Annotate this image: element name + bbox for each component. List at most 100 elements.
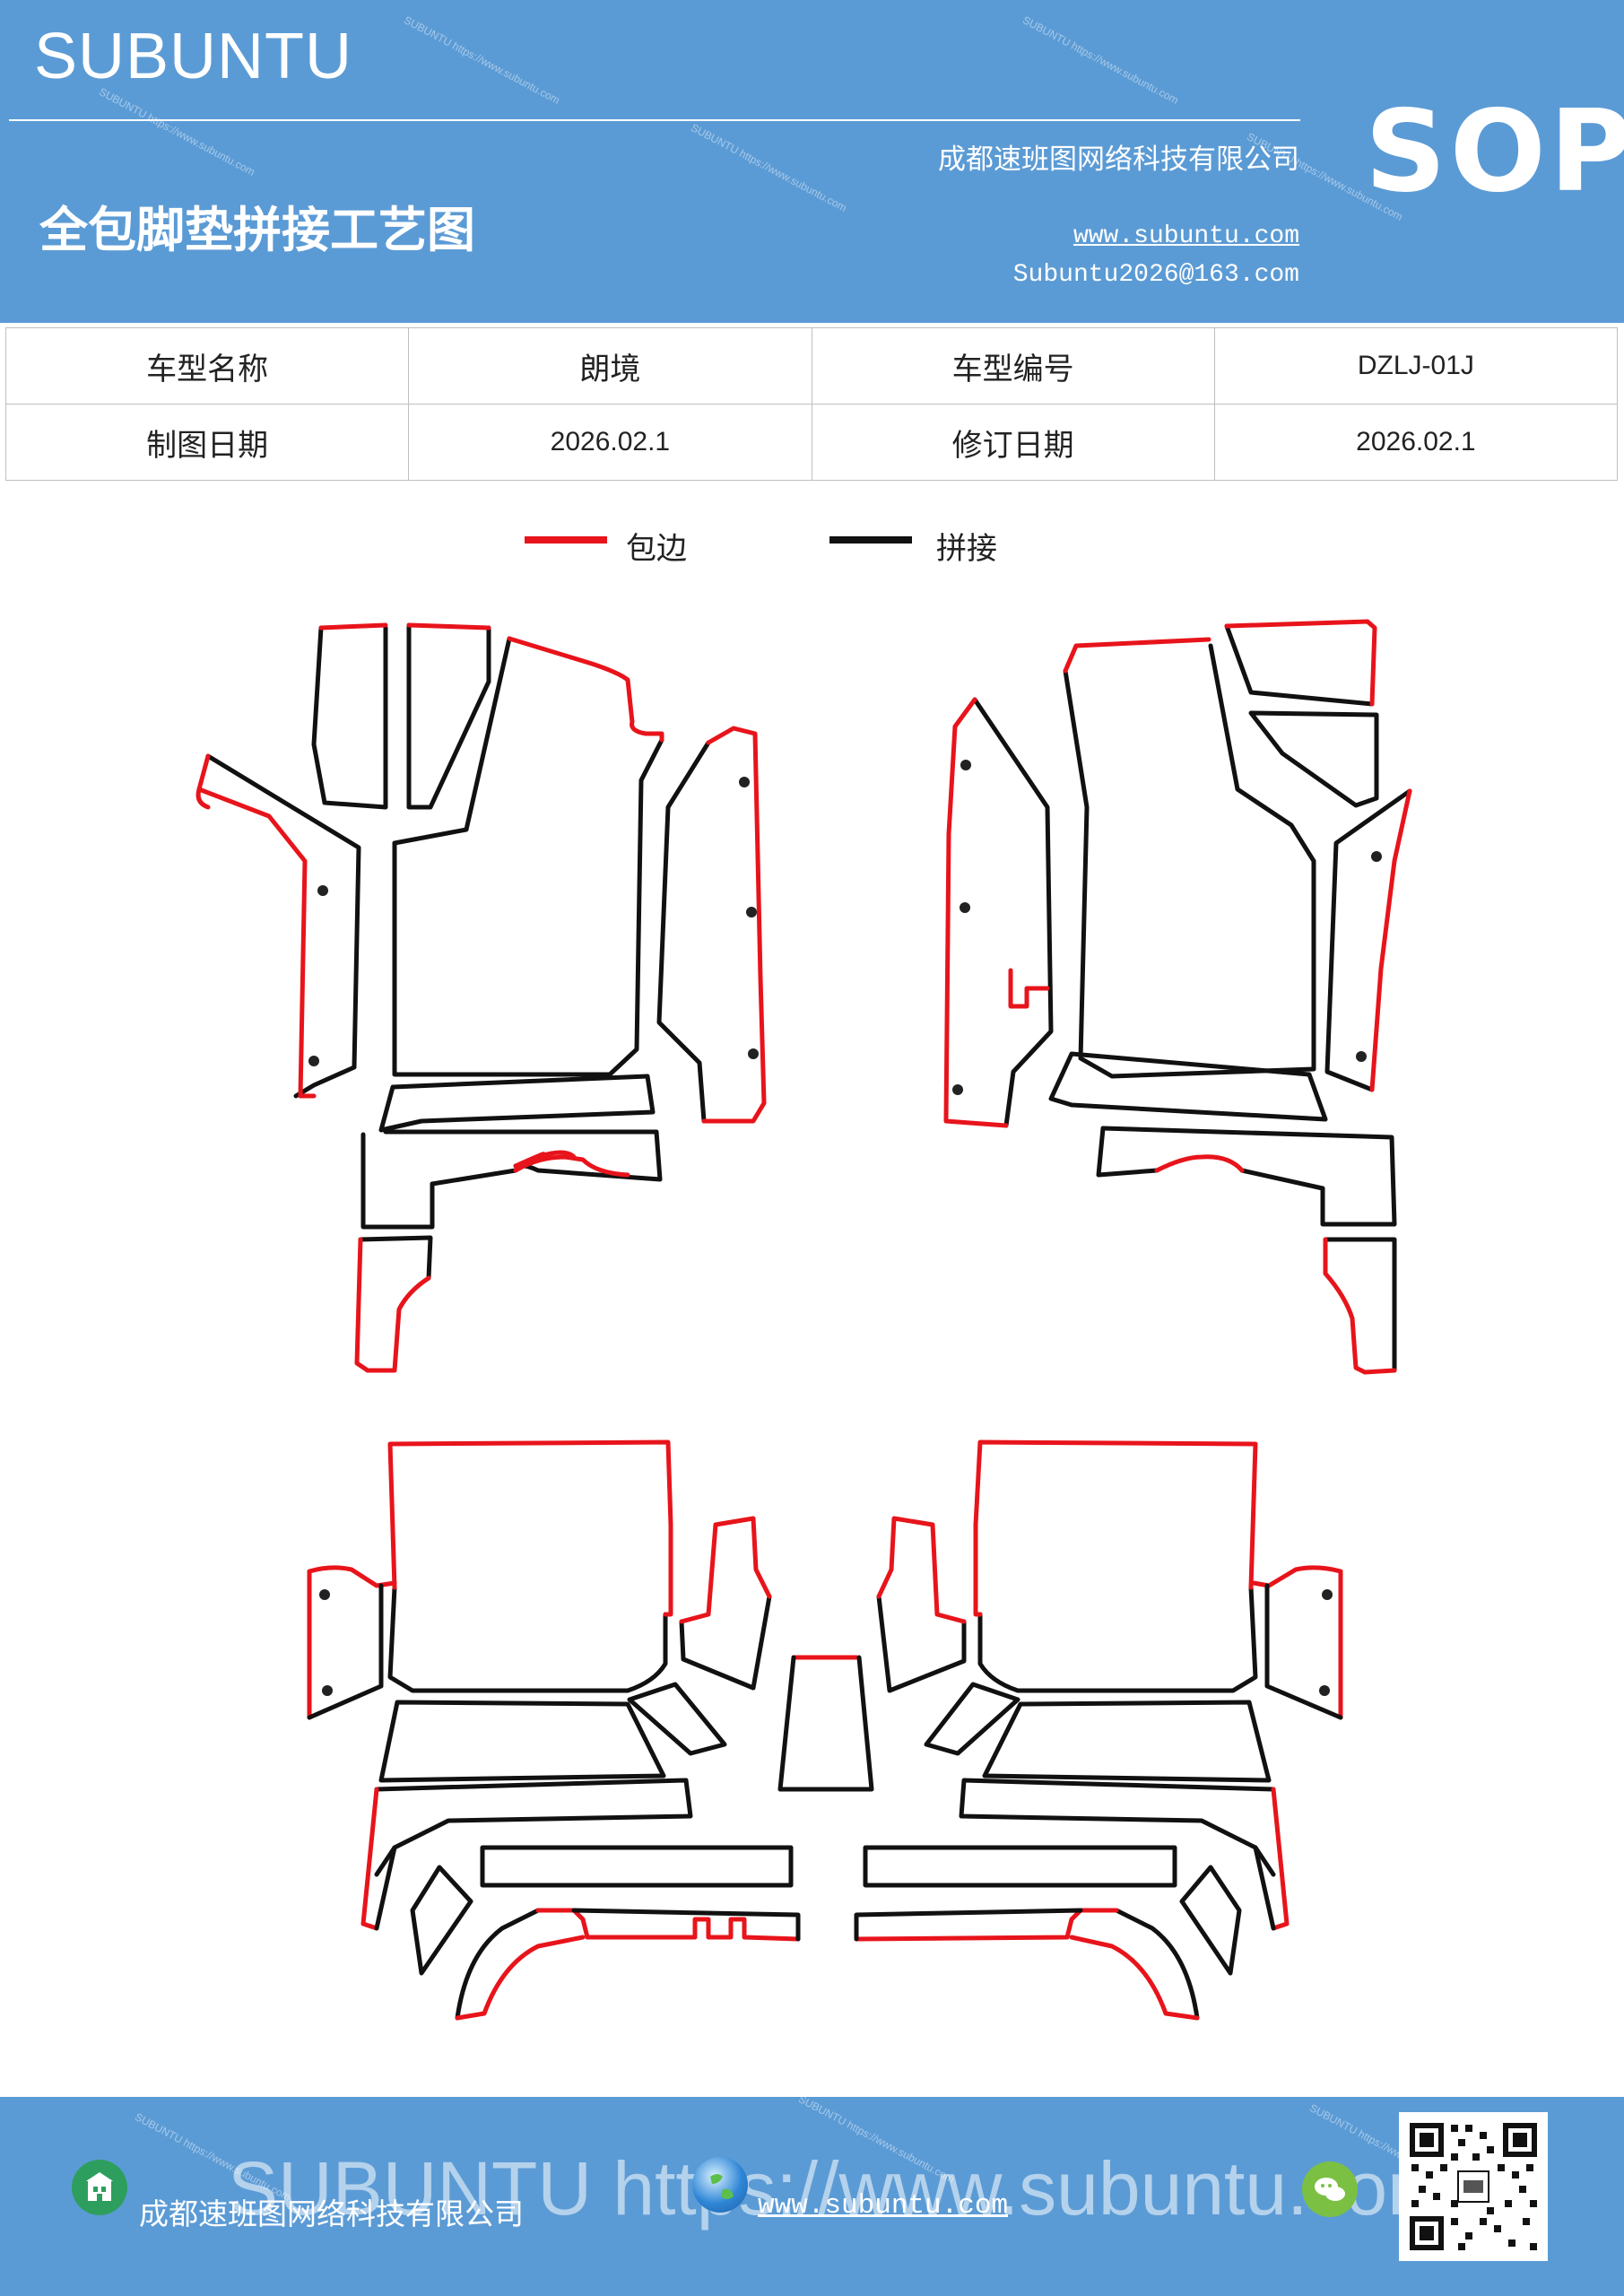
legend-swatch-seam <box>829 536 912 544</box>
mat-edge <box>196 753 317 1099</box>
center-tunnel-mat <box>777 1655 874 1792</box>
mat-seam <box>977 1585 1258 1693</box>
mat-edge <box>1154 1154 1245 1173</box>
mat-seam <box>360 1132 518 1230</box>
mat-seam <box>924 1682 1020 1756</box>
footer-website-link[interactable]: www.subuntu.com <box>758 2190 1009 2222</box>
mat-seam <box>374 1845 397 1931</box>
mat-seam <box>1224 623 1375 707</box>
legend-label-seam: 拼接 <box>936 531 997 567</box>
vehicle-info-table: 车型名称 朗境 车型编号 DZLJ-01J 制图日期 2026.02.1 修订日… <box>4 327 1619 481</box>
mat-edge <box>854 1908 1119 1942</box>
rear-left-mats <box>307 1439 801 2021</box>
mat-edge <box>513 1154 630 1178</box>
mat-seam <box>1063 643 1316 1079</box>
mat-seam <box>378 1074 656 1133</box>
mat-seam <box>959 1778 1276 1877</box>
footer-company: 成都速班图网络科技有限公司 <box>139 2196 524 2231</box>
label-cell: 车型名称 <box>4 327 410 404</box>
mat-edge <box>1063 637 1211 674</box>
globe-icon <box>692 2157 748 2213</box>
legend: 包边 拼接 <box>0 524 1624 569</box>
label-cell: 车型编号 <box>811 327 1215 404</box>
rear-right-mats <box>854 1439 1343 2021</box>
fastener-dot <box>748 1048 759 1059</box>
value-cell: 朗境 <box>408 327 812 404</box>
brand-name: SUBUNTU <box>34 21 353 92</box>
mat-seam <box>1179 1865 1242 1976</box>
website-link[interactable]: www.subuntu.com <box>1073 222 1299 250</box>
mat-edge <box>387 1439 673 1617</box>
mat-seam <box>876 1594 967 1693</box>
fastener-dot <box>1322 1589 1333 1600</box>
mat-seam <box>1114 1908 1200 2021</box>
mat-seam <box>358 1235 433 1281</box>
fastener-dot <box>960 902 970 913</box>
mat-edge <box>943 697 1009 1128</box>
legend-swatch-edge <box>525 536 607 544</box>
mat-edge <box>1369 788 1412 1092</box>
mat-seam <box>1253 1845 1276 1931</box>
mat-edge <box>679 1516 772 1624</box>
mat-seam <box>656 740 711 1124</box>
mat-seam <box>205 753 361 1099</box>
footer-watermark: SUBUNTU https://www.subuntu.com <box>228 2146 1451 2231</box>
mat-seam <box>679 1594 772 1691</box>
fastener-dot <box>960 760 971 770</box>
mat-seam <box>777 1655 874 1792</box>
mat-seam <box>1096 1126 1159 1178</box>
mat-edge <box>1008 968 1050 1009</box>
mat-seam <box>1048 1051 1328 1122</box>
mat-edge <box>513 1150 577 1169</box>
mat-seam <box>972 697 1054 1128</box>
document-title: 全包脚垫拼接工艺图 <box>39 201 475 258</box>
mat-seam <box>378 1700 666 1783</box>
table-row: 制图日期 2026.02.1 修订日期 2026.02.1 <box>4 404 1619 481</box>
mat-edge <box>1069 1935 1200 2021</box>
fastener-dot <box>308 1056 319 1066</box>
mat-seam <box>410 1865 473 1976</box>
mat-edge <box>973 1439 1258 1617</box>
header-band: SUBUNTU SOP 成都速班图网络科技有限公司 全包脚垫拼接工艺图 www.… <box>0 0 1624 323</box>
fastener-dot <box>1319 1685 1330 1696</box>
fastener-dot <box>1356 1051 1367 1062</box>
mat-edge <box>1323 1237 1397 1375</box>
mat-edge <box>360 1787 379 1931</box>
wechat-icon[interactable] <box>1302 2161 1358 2217</box>
fastener-dots <box>308 760 1382 1696</box>
mat-seam <box>406 622 491 810</box>
mat-edge <box>1251 1565 1343 1720</box>
mat-seam <box>387 1585 668 1693</box>
mat-seam <box>374 1778 693 1877</box>
fastener-dot <box>952 1084 963 1095</box>
mat-edge <box>195 787 211 810</box>
fastener-dot <box>739 777 750 787</box>
sop-badge: SOP <box>1365 85 1624 217</box>
mat-seam <box>627 1682 727 1756</box>
building-icon <box>72 2160 127 2215</box>
mat-edge <box>318 622 388 631</box>
mat-edge <box>455 1935 586 2021</box>
mat-edge <box>701 726 767 1124</box>
fastener-dot <box>317 885 328 896</box>
fastener-dot <box>746 907 757 918</box>
legend-label-edge: 包边 <box>626 531 687 567</box>
mat-edge <box>307 1565 397 1720</box>
mat-seam <box>311 625 388 810</box>
mat-edge <box>535 1908 801 1942</box>
mat-edge <box>876 1516 967 1624</box>
mat-seam <box>1324 788 1412 1092</box>
fastener-dot <box>1371 851 1382 862</box>
table-row: 车型名称 朗境 车型编号 DZLJ-01J <box>4 327 1619 404</box>
mat-seam <box>571 1908 801 1942</box>
mat-seam <box>1264 1583 1343 1720</box>
value-cell: DZLJ-01J <box>1213 327 1619 404</box>
mat-seam <box>480 1845 794 1888</box>
mat-seam <box>392 636 664 1077</box>
mat-seam <box>1100 1126 1397 1227</box>
fastener-dot <box>319 1589 330 1600</box>
label-cell: 制图日期 <box>4 404 410 481</box>
label-cell: 修订日期 <box>811 404 1215 481</box>
mat-seam <box>982 1700 1272 1783</box>
